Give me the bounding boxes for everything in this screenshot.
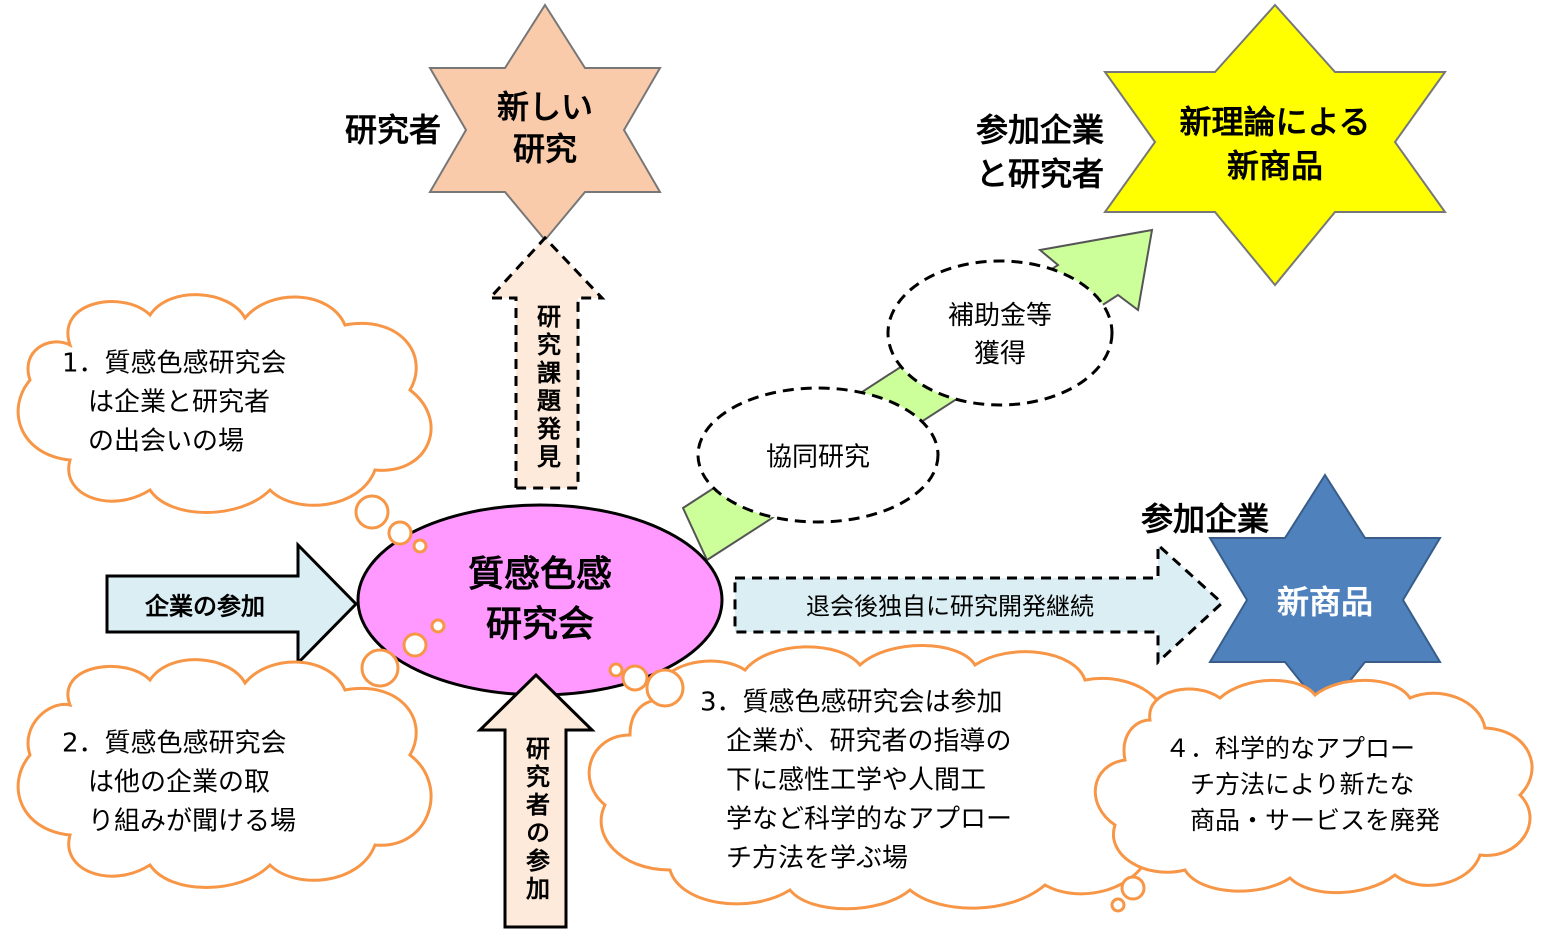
cloud-2 [16,658,433,889]
bubble-2c [430,618,446,634]
cloud-2-text: 2．質感色感研究会 は他の企業の取 り組みが聞ける場 [62,728,297,837]
bubble-3c [608,662,624,678]
subsidy-label: 補助金等 獲得 [947,301,1053,369]
company-participation-arrow [105,541,359,667]
cloud-4 [1093,678,1534,895]
bubble-1a [354,494,390,530]
cloud-3-text: 3．質感色感研究会は参加 企業が、研究者の指導の 下に感性工学や人間工 学など科… [700,687,1013,874]
participating-companies-label: 参加企業 [1140,500,1270,538]
bubble-4a [1120,875,1146,901]
joint-research-ellipse [696,386,940,524]
bubble-4b [1110,897,1126,913]
company-participation-label: 企業の参加 [145,592,265,621]
researcher-label: 研究者 [344,111,442,149]
bubble-3a [645,668,685,708]
independent-rd-arrow [733,541,1225,666]
researcher-participation-arrow [476,672,596,929]
bubble-3b [621,664,649,692]
new-theory-product-star [1103,3,1447,287]
new-research-star-label: 新しい 研究 [496,88,594,168]
bubble-1c [412,538,428,554]
new-product-star-label: 新商品 [1276,583,1374,621]
issue-discovery-arrow [486,235,606,490]
cloud-1-text: 1．質感色感研究会 は企業と研究者 の出会いの場 [62,348,287,457]
bubble-1b [387,520,413,546]
independent-rd-label: 退会後独自に研究開発継続 [806,592,1094,621]
center-title: 質感色感 研究会 [467,554,613,645]
companies-and-researchers-label: 参加企業 と研究者 [975,111,1105,193]
joint-research-label: 協同研究 [765,442,871,473]
bubble-2a [360,648,400,688]
subsidy-ellipse [886,259,1114,407]
cloud-4-text: ４．科学的なアプロー チ方法により新たな 商品・サービスを廃発 [1165,734,1441,835]
new-theory-product-star-label: 新理論による 新商品 [1179,103,1371,185]
bubble-2b [402,632,428,658]
researcher-participation-label: 研究者の参加 [521,736,550,904]
cloud-1 [16,293,433,514]
issue-discovery-label: 研究課題発見 [532,304,561,472]
